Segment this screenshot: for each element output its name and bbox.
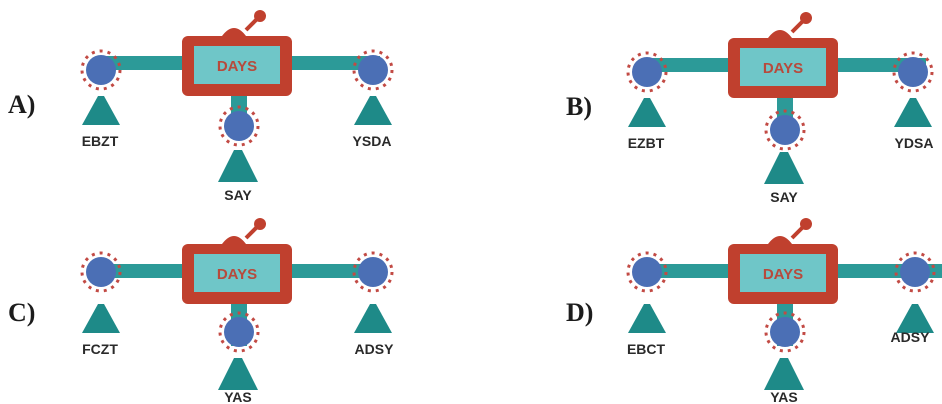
bottom-node-label: SAY — [770, 189, 798, 205]
center-word: DAYS — [763, 266, 803, 283]
left-node-label: EZBT — [628, 135, 665, 151]
gear-icon — [80, 49, 122, 91]
screen-face — [740, 48, 826, 86]
pedestal-icon — [628, 98, 666, 127]
right-node-label: ADSY — [355, 341, 395, 357]
bottom-node-label: YAS — [770, 389, 798, 404]
pedestal-icon — [764, 152, 804, 184]
bottom-node-label: YAS — [224, 389, 252, 404]
center-word: DAYS — [763, 60, 803, 77]
bottom-node-label: SAY — [224, 187, 252, 203]
gear-icon — [218, 105, 260, 147]
left-node-label: EBZT — [82, 133, 119, 149]
antenna-icon — [768, 218, 812, 244]
screen-face — [194, 46, 280, 84]
gear-icon — [218, 311, 260, 353]
pedestal-icon — [218, 150, 258, 182]
gear-icon — [626, 51, 668, 93]
pedestal-icon — [354, 96, 392, 125]
antenna-icon — [222, 10, 266, 36]
gear-icon — [894, 251, 936, 293]
pedestal-icon — [82, 96, 120, 125]
pedestal-icon — [354, 304, 392, 333]
pedestal-icon — [628, 304, 666, 333]
gear-icon — [352, 251, 394, 293]
pedestal-icon — [218, 358, 258, 390]
right-node-label: YDSA — [895, 135, 934, 151]
option-c-label[interactable]: C) — [8, 298, 36, 327]
pedestal-icon — [896, 304, 934, 333]
option-b-label[interactable]: B) — [566, 92, 592, 121]
gear-icon — [352, 49, 394, 91]
pedestal-icon — [82, 304, 120, 333]
gear-icon — [80, 251, 122, 293]
option-a-label[interactable]: A) — [8, 90, 36, 119]
pedestal-icon — [894, 98, 932, 127]
right-node-label: YSDA — [353, 133, 392, 149]
antenna-icon — [768, 12, 812, 38]
right-node-label: ADSY — [891, 329, 931, 345]
screen-face — [740, 254, 826, 292]
pedestal-icon — [764, 358, 804, 390]
option-d-label[interactable]: D) — [566, 298, 594, 327]
left-node-label: FCZT — [82, 341, 118, 357]
gear-icon — [764, 311, 806, 353]
center-word: DAYS — [217, 58, 257, 75]
antenna-icon — [222, 218, 266, 244]
center-word: DAYS — [217, 266, 257, 283]
gear-icon — [892, 51, 934, 93]
gear-icon — [764, 109, 806, 151]
left-node-label: EBCT — [627, 341, 666, 357]
gear-icon — [626, 251, 668, 293]
screen-face — [194, 254, 280, 292]
